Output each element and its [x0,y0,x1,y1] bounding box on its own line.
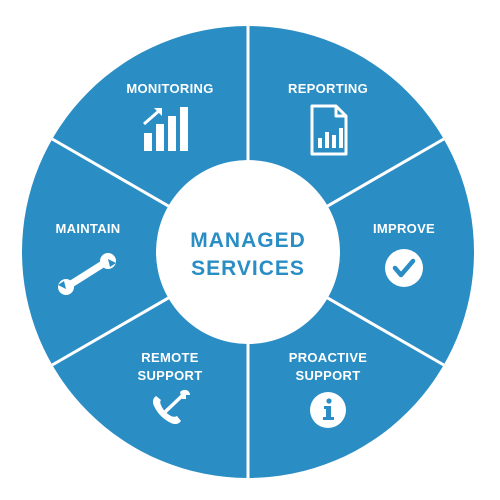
segment-improve: IMPROVE [373,221,435,287]
phone-wrench-icon [152,389,190,425]
center-label-line2: SERVICES [191,257,305,280]
checkmark-circle-icon [385,249,423,287]
center-label-line1: MANAGED [190,229,306,252]
segment-proactive-support-label-line1: PROACTIVE [289,350,368,365]
segment-proactive-support-label-line2: SUPPORT [296,368,361,383]
center-circle [156,160,340,344]
segment-remote-support-label-line2: SUPPORT [138,368,203,383]
report-document-icon [310,104,348,156]
wrench-icon [58,253,116,295]
segment-monitoring-label: MONITORING [126,81,213,96]
segment-improve-label: IMPROVE [373,221,435,236]
segment-dividers [46,20,450,484]
segment-proactive-support: PROACTIVE SUPPORT [289,350,368,428]
info-circle-icon [310,392,346,428]
segment-reporting: REPORTING [288,81,368,156]
segment-maintain-label: MAINTAIN [56,221,121,236]
segment-maintain: MAINTAIN [56,221,121,295]
segment-monitoring: MONITORING [126,81,213,151]
bar-chart-trend-icon [143,107,188,151]
segment-reporting-label: REPORTING [288,81,368,96]
segment-remote-support: REMOTE SUPPORT [138,350,203,425]
segment-remote-support-label-line1: REMOTE [141,350,198,365]
